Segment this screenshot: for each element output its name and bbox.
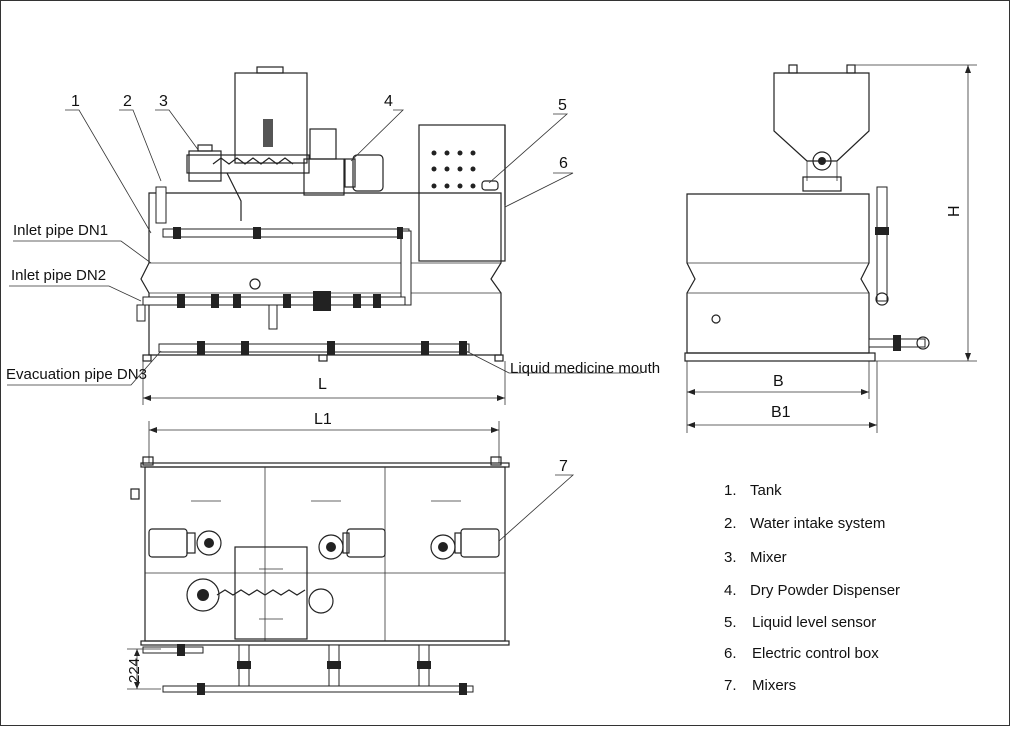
- legend-num: 4.: [724, 582, 737, 599]
- front-view: [136, 66, 506, 362]
- mixer-3: [430, 528, 500, 560]
- dimension-L: L: [142, 361, 506, 405]
- callout-1: 1: [71, 93, 80, 110]
- side-view: [684, 64, 930, 362]
- dimension-H: H: [849, 64, 977, 362]
- legend-num: 1.: [724, 482, 737, 499]
- callout-7: 7: [559, 458, 568, 475]
- inlet-pipe-dn2-label: Inlet pipe DN2: [11, 267, 106, 284]
- dimension-L1: L1: [148, 411, 500, 463]
- evacuation-pipe-label: Evacuation pipe DN3: [6, 366, 147, 383]
- legend-label: Liquid level sensor: [752, 614, 876, 631]
- callout-6: 6: [559, 155, 568, 172]
- dimension-224: 224: [126, 648, 161, 690]
- dim-L1-label: L1: [314, 411, 332, 428]
- callout-3: 3: [159, 93, 168, 110]
- legend: 1. Tank 2. Water intake system 3. Mixer …: [724, 482, 900, 694]
- legend-label: Dry Powder Dispenser: [750, 582, 900, 599]
- legend-label: Tank: [750, 482, 782, 499]
- liquid-medicine-mouth-label: Liquid medicine mouth: [510, 360, 660, 377]
- dimension-B: B B1: [686, 361, 878, 433]
- top-view: [130, 456, 510, 695]
- legend-label: Water intake system: [750, 515, 885, 532]
- callout-2: 2: [123, 93, 132, 110]
- dim-L-label: L: [318, 376, 327, 393]
- leader-lines: [7, 109, 641, 542]
- legend-label: Mixers: [752, 677, 796, 694]
- legend-num: 5.: [724, 614, 737, 631]
- dim-224-label: 224: [126, 658, 143, 683]
- dim-B-label: B: [773, 373, 784, 390]
- legend-label: Electric control box: [752, 645, 879, 662]
- callout-5: 5: [558, 97, 567, 114]
- callout-labels: 1 2 3 4 5 6 7: [71, 93, 568, 475]
- legend-num: 2.: [724, 515, 737, 532]
- inlet-pipe-dn1-label: Inlet pipe DN1: [13, 222, 108, 239]
- legend-num: 6.: [724, 645, 737, 662]
- legend-num: 7.: [724, 677, 737, 694]
- legend-label: Mixer: [750, 549, 787, 566]
- dim-H-label: H: [946, 205, 963, 217]
- legend-num: 3.: [724, 549, 737, 566]
- callout-4: 4: [384, 93, 393, 110]
- mixer-1: [148, 528, 222, 558]
- mixer-2: [318, 528, 386, 560]
- dim-B1-label: B1: [771, 404, 791, 421]
